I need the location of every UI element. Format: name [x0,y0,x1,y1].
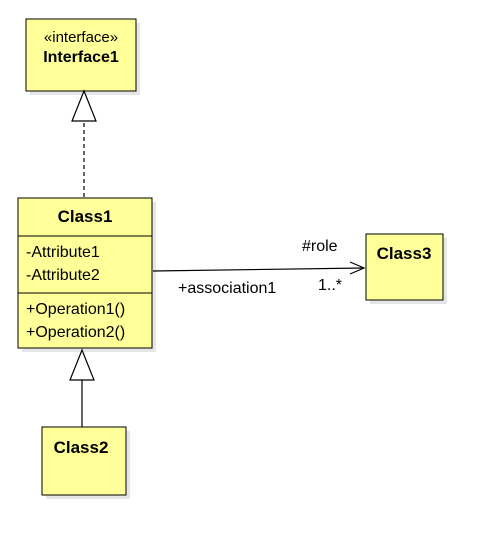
class1-name: Class1 [58,207,113,226]
class1-box[interactable]: Class1 -Attribute1 -Attribute2 +Operatio… [17,197,156,352]
class3-rect [365,233,444,301]
interface1-rect [25,18,137,92]
class1-rect [17,197,153,349]
association-arrowhead-icon [349,261,366,275]
class1-attribute-2: -Attribute2 [26,267,100,284]
class3-box[interactable]: Class3 [365,233,447,304]
class3-name: Class3 [377,244,432,263]
realization-connector[interactable] [71,89,97,197]
class1-operation-2: +Operation2() [26,324,125,341]
class1-attribute-1: -Attribute1 [26,244,100,261]
association-name-label: +association1 [178,280,276,297]
realization-arrowhead-icon [71,89,97,122]
class2-box[interactable]: Class2 [41,426,130,499]
class2-rect [41,426,127,496]
interface1-box[interactable]: «interface» Interface1 [25,18,140,95]
class2-name: Class2 [54,438,109,457]
class1-operation-1: +Operation1() [26,301,125,318]
interface1-stereotype: «interface» [44,29,118,46]
interface1-name: Interface1 [43,49,119,66]
association-role-label: #role [302,238,338,255]
generalization-connector[interactable] [69,348,95,427]
generalization-arrowhead-icon [69,348,95,381]
association-line [152,267,365,272]
association-connector[interactable]: #role 1..* +association1 [152,238,366,297]
association-multiplicity-label: 1..* [318,277,342,294]
